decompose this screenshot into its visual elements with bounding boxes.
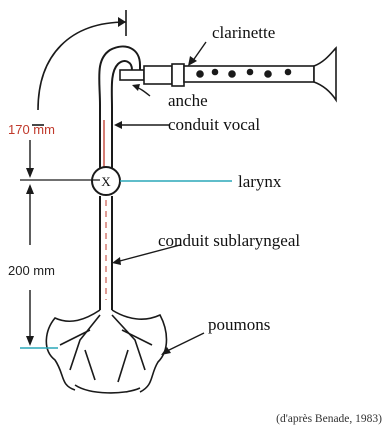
label-larynx: larynx [238, 172, 282, 191]
label-reed: anche [168, 91, 208, 110]
label-subglottal: conduit sublaryngeal [158, 231, 300, 250]
lungs-shape [46, 310, 166, 393]
citation: (d'après Benade, 1983) [276, 413, 382, 425]
larynx-symbol: X [101, 174, 111, 189]
leader-lines [112, 42, 232, 355]
label-clarinet: clarinette [212, 23, 275, 42]
larynx-node: X [92, 167, 120, 195]
dimension-upper-label: 170 mm [8, 122, 55, 137]
label-lungs: poumons [208, 315, 270, 334]
clarinet-shape [120, 48, 336, 100]
label-vocal-tract: conduit vocal [168, 115, 260, 134]
dimension-lower-label: 200 mm [8, 263, 55, 278]
